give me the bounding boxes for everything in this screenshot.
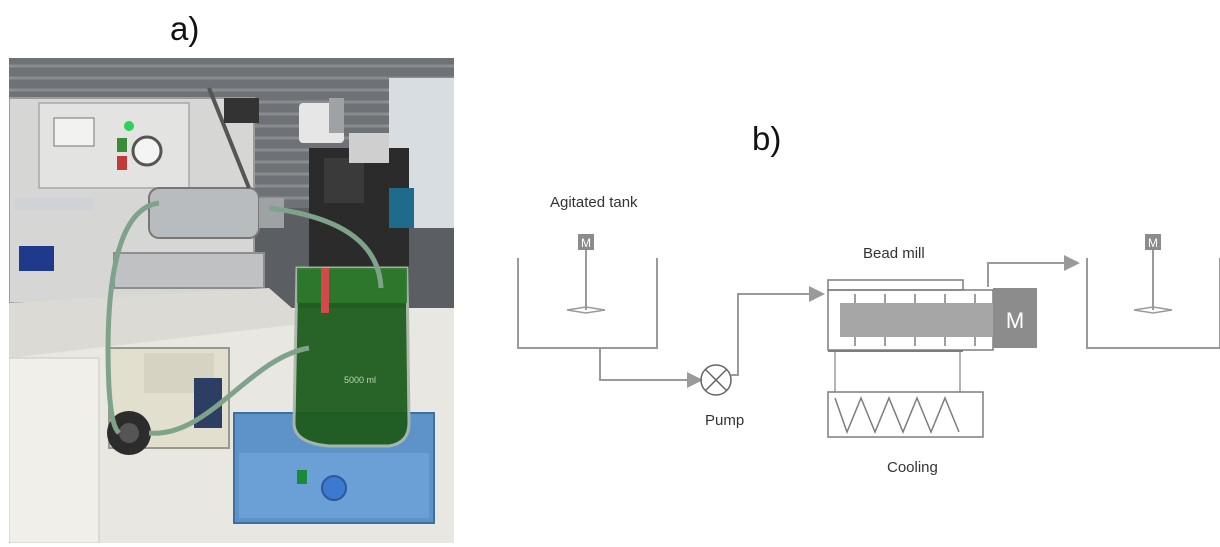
pump-label: Pump xyxy=(705,412,744,429)
impeller-icon xyxy=(1133,306,1173,314)
cooling-coil-icon xyxy=(834,396,960,435)
tank-motor-label: M xyxy=(1148,236,1158,250)
panel-b-label: b) xyxy=(752,120,782,157)
mill-shaft xyxy=(840,303,993,337)
tubing xyxy=(105,200,384,436)
cooling-label: Cooling xyxy=(887,459,938,476)
agitated-tank-right: M xyxy=(1086,234,1220,349)
agitated-tank-left: M xyxy=(517,234,658,349)
process-schematic: Agitated tank M Pump Bead mill xyxy=(517,194,1220,476)
cooling-unit xyxy=(827,391,984,438)
mill-motor-label: M xyxy=(1006,308,1024,333)
pump-symbol xyxy=(700,364,732,396)
agitated-tank-label: Agitated tank xyxy=(550,194,638,211)
bead-mill-label: Bead mill xyxy=(863,245,925,262)
impeller-icon xyxy=(566,306,606,314)
peristaltic-pump xyxy=(107,347,230,455)
tank-motor-icon xyxy=(1145,234,1161,250)
bead-mill-machine xyxy=(9,87,284,304)
tank-motor-icon xyxy=(578,234,594,250)
mill-motor xyxy=(993,288,1037,348)
beaker-volume-label: 5000 ml xyxy=(344,375,376,385)
lab-setup-photo: 5000 ml xyxy=(9,58,454,543)
tank-motor-label: M xyxy=(581,236,591,250)
bead-mill: M xyxy=(827,279,1037,352)
panel-a-label: a) xyxy=(170,10,200,47)
magnetic-stirrer-with-beaker: 5000 ml xyxy=(233,266,435,524)
